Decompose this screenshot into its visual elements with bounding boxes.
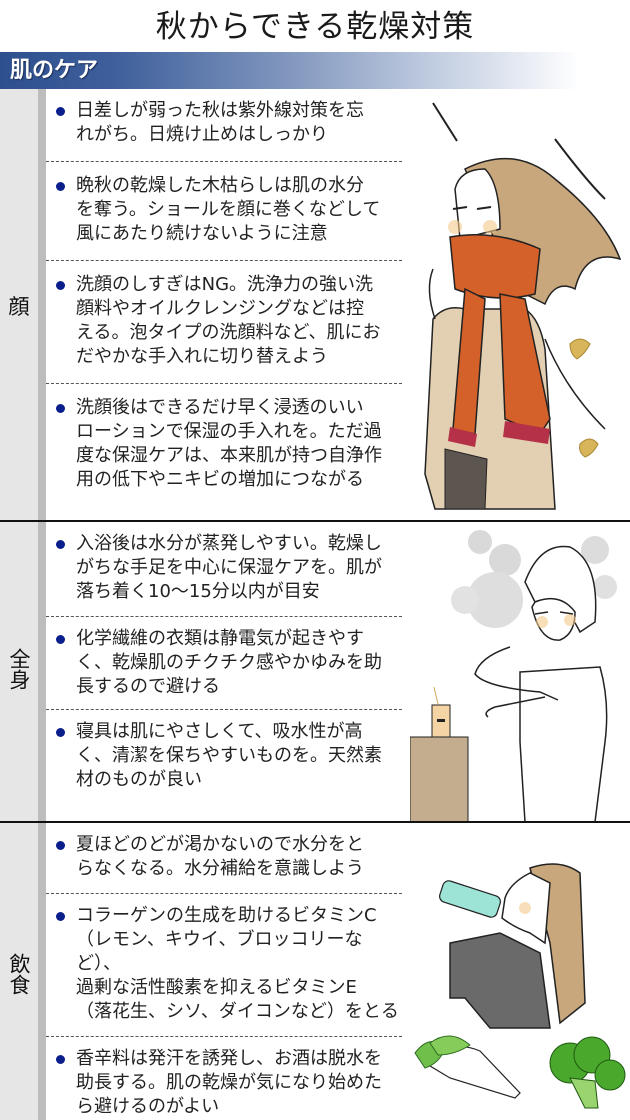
category-label-food: 飲食 <box>7 953 31 995</box>
band-label: 肌のケア <box>10 58 99 83</box>
list-item: コラーゲンの生成を助けるビタミンC （レモン、キウイ、ブロッコリーなど）、 過剰… <box>46 904 402 1024</box>
category-stripe <box>38 522 46 822</box>
item-list: 日差しが弱った秋は紫外線対策を忘 れがち。日焼け止めはしっかり 晩秋の乾燥した木… <box>46 99 402 492</box>
dashed-divider <box>46 893 402 894</box>
category-column <box>0 823 38 1120</box>
list-item: 入浴後は水分が蒸発しやすい。乾燥し がちな手足を中心に保湿ケアを。肌が 落ち着く… <box>46 532 402 604</box>
bullet-icon <box>56 912 65 921</box>
section-body: 全身 入浴後は水分が蒸発しやすい。乾燥し がちな手足を中心に保湿ケアを。肌が 落… <box>0 522 630 822</box>
dashed-divider <box>46 383 402 384</box>
dashed-divider <box>46 161 402 162</box>
category-column <box>0 89 38 521</box>
category-label-face: 顔 <box>8 295 30 319</box>
bullet-icon <box>56 404 65 413</box>
item-list: 入浴後は水分が蒸発しやすい。乾燥し がちな手足を中心に保湿ケアを。肌が 落ち着く… <box>46 532 402 792</box>
list-item: 晩秋の乾燥した木枯らしは肌の水分 を奪う。ショールを顔に巻くなどして 風にあたり… <box>46 174 402 246</box>
dashed-divider <box>46 616 402 617</box>
list-item: 洗顔のしすぎはNG。洗浄力の強い洗 顔料やオイルクレンジングなどは控 える。泡タ… <box>46 273 402 369</box>
bullet-icon <box>56 728 65 737</box>
bullet-icon <box>56 281 65 290</box>
section-divider <box>0 821 630 823</box>
dashed-divider <box>46 709 402 710</box>
bullet-icon <box>56 635 65 644</box>
category-label-body: 全身 <box>7 648 31 690</box>
section-face: 顔 日差しが弱った秋は紫外線対策を忘 れがち。日焼け止めはしっかり 晩秋の乾燥し… <box>0 89 630 521</box>
section-food: 飲食 夏ほどのどが渇かないので水分をと らなくなる。水分補給を意識しよう コラー… <box>0 823 630 1120</box>
bullet-icon <box>56 107 65 116</box>
dashed-divider <box>46 1036 402 1037</box>
section-divider <box>0 520 630 522</box>
bullet-icon <box>56 182 65 191</box>
page-title: 秋からできる乾燥対策 <box>155 9 475 45</box>
section-band: 肌のケア <box>0 52 630 89</box>
woman-scarf-illustration <box>424 102 622 510</box>
list-item: 日差しが弱った秋は紫外線対策を忘 れがち。日焼け止めはしっかり <box>46 99 402 153</box>
category-column <box>0 522 38 822</box>
list-item: 洗顔後はできるだけ早く浸透のいい ローションで保湿の手入れを。ただ過 度な保湿ケ… <box>46 396 402 492</box>
list-item: 夏ほどのどが渇かないので水分をと らなくなる。水分補給を意識しよう <box>46 833 402 881</box>
woman-towel-illustration <box>410 530 617 822</box>
bullet-icon <box>56 841 65 850</box>
list-item: 香辛料は発汗を誘発し、お酒は脱水を 助長する。肌の乾燥が気になり始めた ら避ける… <box>46 1047 402 1119</box>
item-list: 夏ほどのどが渇かないので水分をと らなくなる。水分補給を意識しよう コラーゲンの… <box>46 833 402 1119</box>
dashed-divider <box>46 260 402 261</box>
woman-drinking-illustration <box>414 863 626 1109</box>
bullet-icon <box>56 540 65 549</box>
list-item: 寝具は肌にやさしくて、吸水性が高 く、清潔を保ちやすいものを。天然素 材のものが… <box>46 720 402 792</box>
list-item: 化学繊維の衣類は静電気が起きやす く、乾燥肌のチクチク感やかゆみを助 長するので… <box>46 627 402 699</box>
category-stripe <box>38 823 46 1120</box>
bullet-icon <box>56 1055 65 1064</box>
category-stripe <box>38 89 46 521</box>
